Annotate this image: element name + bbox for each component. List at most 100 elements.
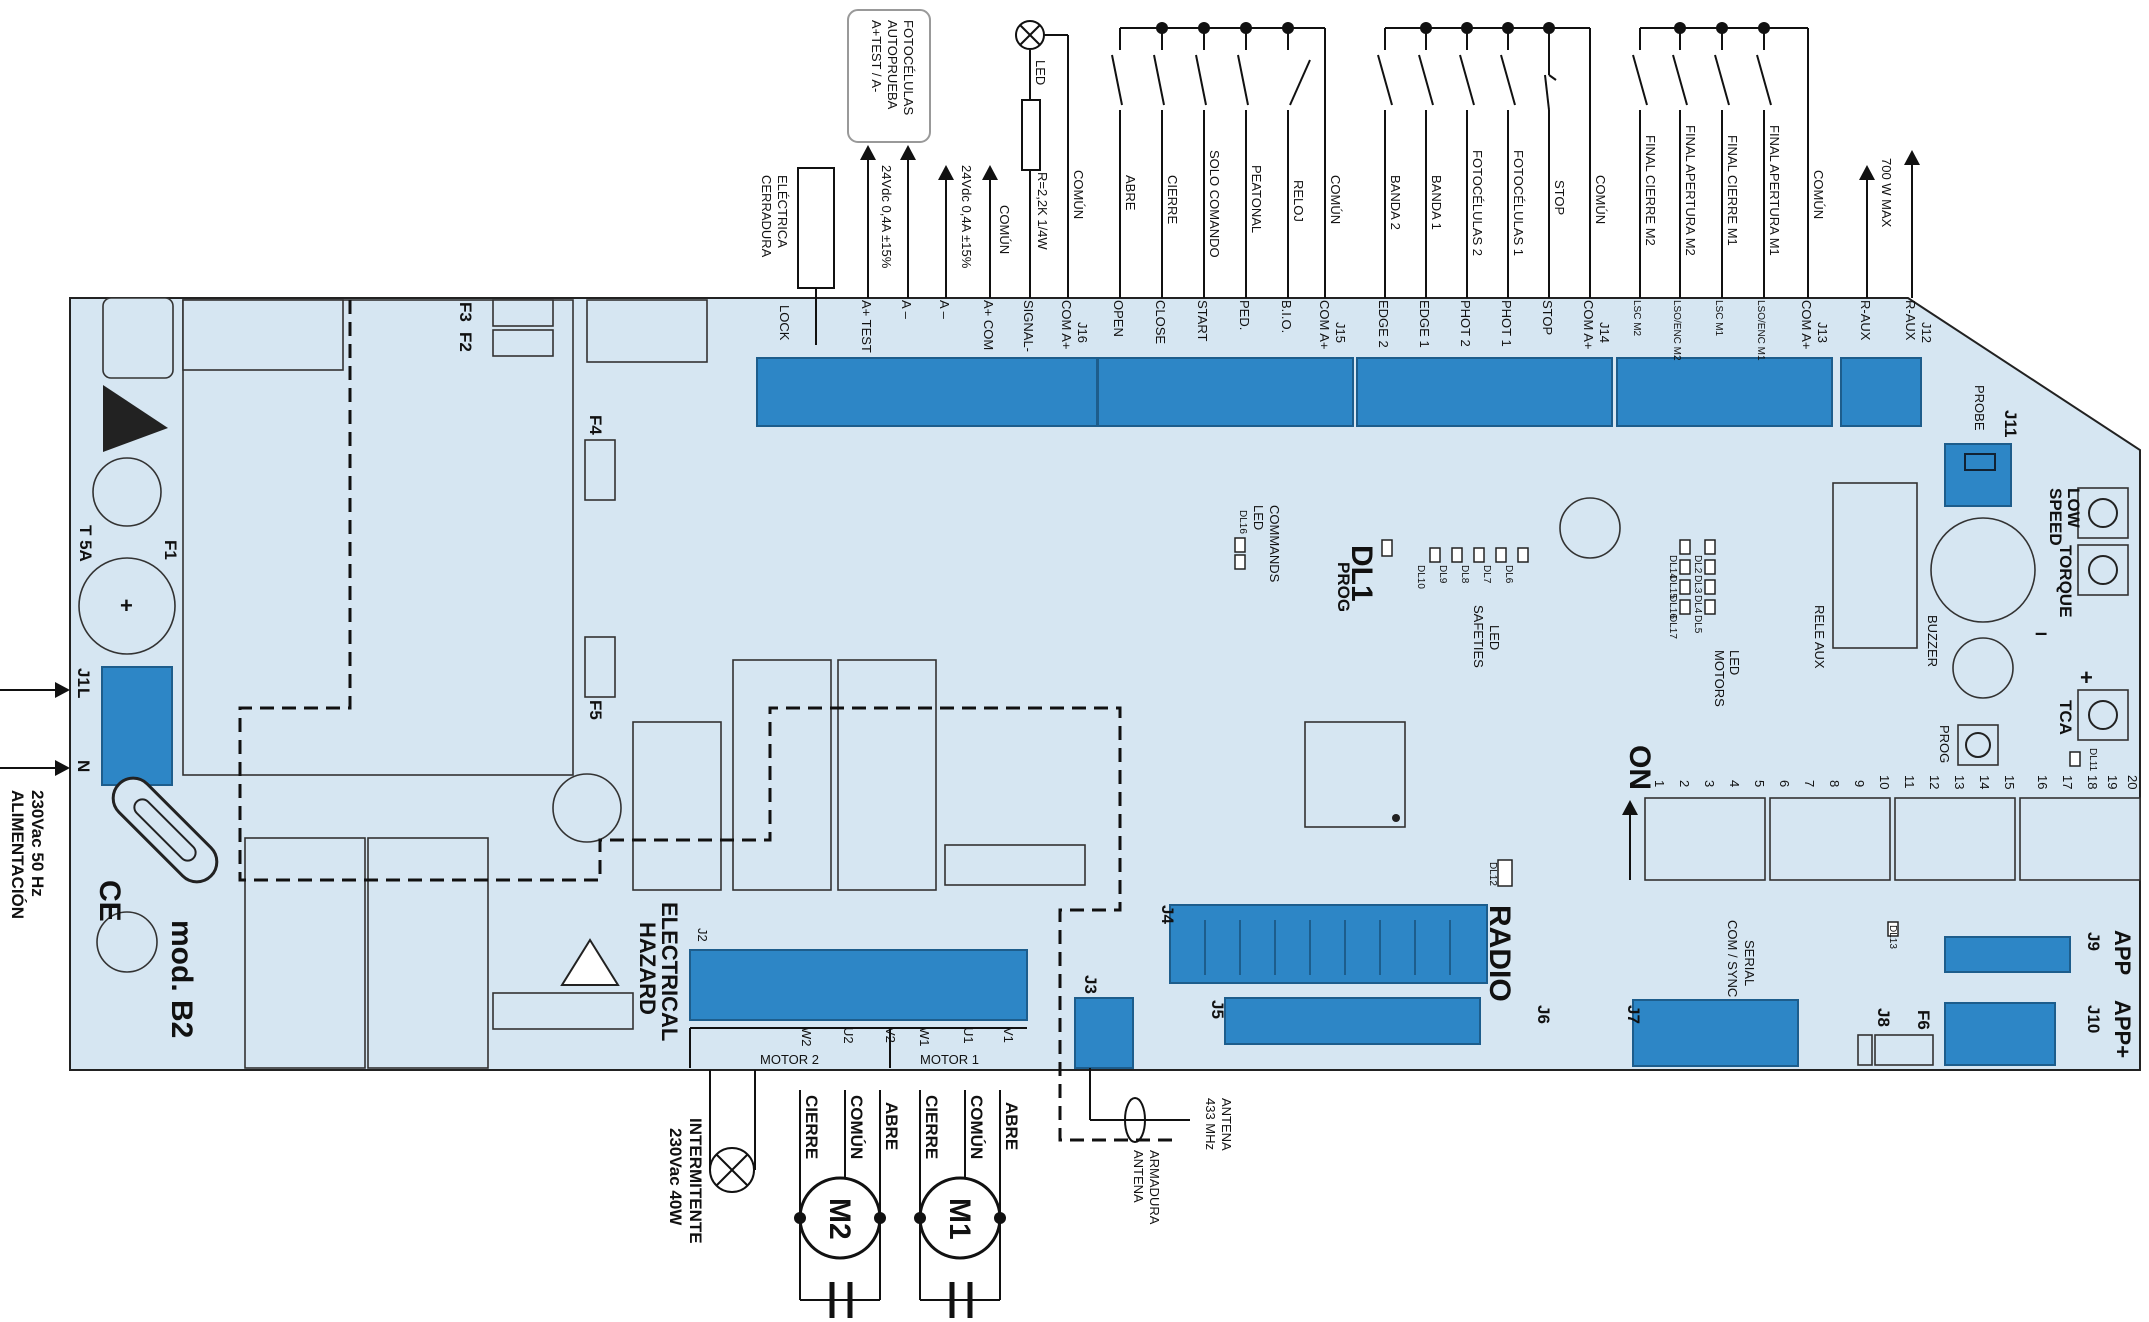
j15-pin-start: START bbox=[1195, 300, 1210, 341]
microcontroller bbox=[1304, 721, 1406, 828]
component-circle bbox=[1559, 497, 1621, 559]
j1-label: J1 bbox=[74, 668, 93, 687]
f3-label: F3 bbox=[456, 302, 475, 322]
torque-trimmer[interactable] bbox=[2077, 544, 2129, 596]
prog-button[interactable] bbox=[1957, 724, 1999, 766]
dip-6: 6 bbox=[1777, 780, 1792, 787]
bottom-wiring bbox=[709, 1068, 1190, 1318]
label-stop: STOP bbox=[1552, 180, 1567, 215]
j6-label: J6 bbox=[1534, 1005, 1553, 1024]
label-banda-2: BANDA 2 bbox=[1388, 175, 1403, 230]
j14-pin-edge1: EDGE 1 bbox=[1417, 300, 1432, 348]
j2-label: J2 bbox=[695, 928, 710, 942]
motor2-label: MOTOR 2 bbox=[760, 1052, 819, 1067]
motor-dl17: DL17 bbox=[1667, 615, 1678, 639]
radio-pins bbox=[1204, 920, 1451, 975]
dip-12: 12 bbox=[1927, 775, 1942, 789]
dl13-label: DL13 bbox=[1887, 925, 1898, 949]
j14-pin-edge2: EDGE 2 bbox=[1376, 300, 1391, 348]
j13-pin-lso-m2: LSO/ENC M2 bbox=[1671, 300, 1682, 361]
j15-pin-open: OPEN bbox=[1111, 300, 1126, 337]
low-speed-trimmer[interactable] bbox=[2077, 487, 2129, 539]
capacitor bbox=[552, 773, 622, 843]
isolation-boundary bbox=[238, 300, 1180, 1142]
top-wiring bbox=[797, 9, 1920, 345]
app-label: APP bbox=[2110, 930, 2135, 975]
dip-11: 11 bbox=[1902, 775, 1917, 789]
label-final-cierre-m2: FINAL CIERRE M2 bbox=[1643, 135, 1658, 246]
m2-comun: COMÚN bbox=[847, 1095, 866, 1159]
safety-dl6: DL6 bbox=[1503, 565, 1514, 584]
j1-terminal bbox=[101, 666, 173, 786]
label-comun-j13: COMÚN bbox=[1811, 170, 1826, 219]
j3-label: J3 bbox=[1081, 975, 1100, 994]
dip-switch-bank-3[interactable] bbox=[1894, 797, 2016, 881]
dl1-label: DL1 bbox=[1345, 545, 1378, 602]
antena-1: ANTENA bbox=[1219, 1098, 1234, 1151]
dip-2: 2 bbox=[1677, 780, 1692, 787]
intermitente-rating: 230Vac 40W bbox=[666, 1128, 685, 1226]
j8-label: J8 bbox=[1874, 1008, 1893, 1027]
component-circle bbox=[1952, 637, 2014, 699]
j3-antenna-terminal bbox=[1074, 997, 1134, 1069]
label-solo-comando: SOLO COMANDO bbox=[1207, 150, 1222, 258]
dip-1: 1 bbox=[1652, 780, 1667, 787]
dip-20: 20 bbox=[2125, 775, 2140, 789]
fuse-f6 bbox=[1874, 1034, 1934, 1066]
m1-cierre: CIERRE bbox=[922, 1095, 941, 1159]
dip-switch-bank-2[interactable] bbox=[1769, 797, 1891, 881]
safety-dl8: DL8 bbox=[1459, 565, 1470, 584]
component-circle bbox=[96, 911, 158, 973]
m2-label: M2 bbox=[823, 1198, 856, 1240]
led-safeties-1: LED bbox=[1487, 625, 1502, 650]
label-comun-j15: COMÚN bbox=[1328, 175, 1343, 224]
dip-switch-bank-1[interactable] bbox=[1644, 797, 1766, 881]
j4-radio-connector bbox=[1169, 904, 1488, 984]
j12-name: J12 bbox=[1919, 322, 1934, 343]
supply-rating: 230Vac 50 Hz bbox=[28, 790, 47, 897]
j2-motor-terminal bbox=[689, 949, 1028, 1021]
fuse-f1 bbox=[78, 557, 176, 655]
acc-rating: 24Vdc 0,4A ±15% bbox=[959, 165, 974, 269]
supply-label: ALIMENTACIÓN bbox=[8, 790, 27, 919]
dip-19: 19 bbox=[2105, 775, 2120, 789]
line-label: L bbox=[74, 688, 93, 698]
fuse-f3 bbox=[492, 299, 554, 327]
relay-block bbox=[632, 721, 722, 891]
motor-dl3: DL3 bbox=[1692, 575, 1703, 594]
j12-terminal bbox=[1840, 357, 1922, 427]
j16-comun: COMÚN bbox=[1071, 170, 1086, 219]
f2-label: F2 bbox=[456, 332, 475, 352]
relay-block bbox=[837, 659, 937, 891]
led-motors-2: MOTORS bbox=[1712, 650, 1727, 707]
led-label: LED bbox=[1033, 60, 1048, 85]
dip-9: 9 bbox=[1852, 780, 1867, 787]
dip-16: 16 bbox=[2035, 775, 2050, 789]
j16-name: J16 bbox=[1075, 322, 1090, 343]
label-comun-j14: COMÚN bbox=[1593, 175, 1608, 224]
led-commands-2: COMMANDS bbox=[1267, 505, 1282, 583]
dip-3: 3 bbox=[1702, 780, 1717, 787]
j4-label: J4 bbox=[1158, 905, 1177, 924]
j8-connector bbox=[1857, 1034, 1873, 1066]
probe-label: PROBE bbox=[1972, 385, 1987, 431]
j15-pin-close: CLOSE bbox=[1153, 300, 1168, 344]
pin-v2: V2 bbox=[883, 1027, 898, 1043]
led-safeties-2: SAFETIES bbox=[1471, 605, 1486, 668]
j15-terminal bbox=[1097, 357, 1354, 427]
dip-7: 7 bbox=[1802, 780, 1817, 787]
safety-dl9: DL9 bbox=[1437, 565, 1448, 584]
dip-switch-bank-4[interactable] bbox=[2019, 797, 2141, 881]
dip-numbers: 1 2 3 4 5 6 7 8 9 10 11 12 13 14 15 16 1… bbox=[1652, 775, 2140, 789]
j10-app-plus-connector bbox=[1944, 1002, 2056, 1066]
j13-pin-lso-m1: LSO/ENC M1 bbox=[1755, 300, 1766, 361]
safety-dl7: DL7 bbox=[1481, 565, 1492, 584]
neutral-label: N bbox=[74, 760, 93, 772]
dl11-label: DL11 bbox=[2087, 748, 2098, 772]
j14-pin-phot2: PHOT 2 bbox=[1458, 300, 1473, 347]
j14-pin-stop: STOP bbox=[1540, 300, 1555, 335]
tca-trimmer[interactable] bbox=[2077, 689, 2129, 741]
resistor-label: R=2,2K 1/4W bbox=[1035, 172, 1050, 250]
m1-comun: COMÚN bbox=[967, 1095, 986, 1159]
